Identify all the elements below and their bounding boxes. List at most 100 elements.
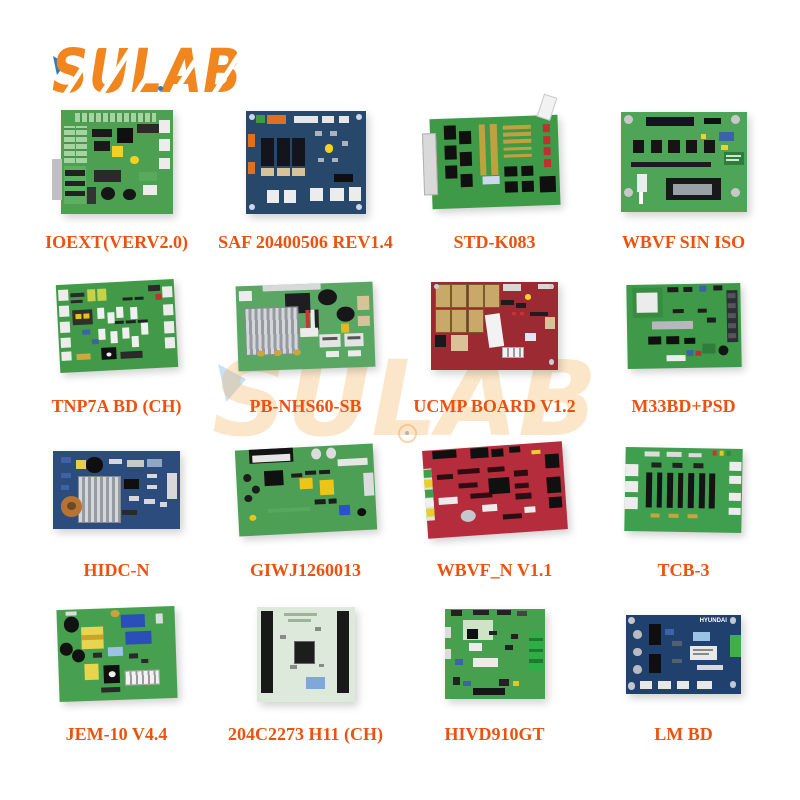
pcb-component (543, 453, 559, 469)
pcb-component (63, 616, 80, 633)
pcb-component (64, 191, 86, 197)
pcb-component (469, 447, 488, 459)
product-photo (400, 93, 589, 226)
pcb-component (119, 614, 146, 629)
pcb-component (508, 445, 520, 453)
product-cell: STD-K083 (400, 93, 589, 262)
product-photo (211, 426, 400, 554)
pcb-component (159, 157, 171, 170)
product-photo (400, 262, 589, 390)
pcb-component (502, 139, 531, 144)
pcb-component (434, 334, 447, 348)
pcb-component (346, 335, 361, 339)
pcb-component (706, 317, 716, 323)
pcb-component (317, 288, 338, 306)
pcb-component (482, 176, 500, 185)
pcb-component (143, 184, 157, 196)
pcb-component (451, 283, 468, 308)
pcb-component (692, 631, 710, 641)
pcb-component (484, 283, 501, 308)
pcb-component (276, 138, 290, 167)
pcb-component (528, 659, 543, 663)
pcb-component (164, 337, 175, 349)
pcb-component (632, 630, 643, 639)
pcb-component (60, 485, 70, 490)
product-photo (400, 590, 589, 718)
pcb-component (339, 115, 349, 123)
pcb-component (632, 647, 643, 657)
pcb-component (462, 681, 471, 687)
product-label: SAF 20400506 REV1.4 (218, 232, 393, 252)
pcb-component (504, 645, 513, 651)
pcb-component (466, 628, 478, 639)
product-photo (589, 426, 778, 554)
pcb-photo-6 (235, 281, 376, 371)
pcb-component (548, 495, 562, 509)
pcb-component (329, 187, 344, 202)
pcb-photo-8 (625, 283, 742, 369)
pcb-component (520, 180, 534, 192)
pcb-component (347, 349, 362, 356)
pcb-component (108, 458, 122, 465)
pcb-component (74, 313, 81, 320)
pcb-component (487, 466, 505, 473)
product-label: TCB-3 (657, 560, 710, 580)
pcb-component (718, 132, 734, 141)
pcb-component (341, 141, 348, 146)
pcb-component (66, 502, 76, 511)
pcb-component (106, 312, 114, 324)
pcb-component (304, 308, 310, 330)
pcb-component (472, 688, 505, 696)
product-photo (211, 98, 400, 226)
pcb-component (94, 141, 110, 151)
pcb-component (319, 663, 325, 668)
product-label: GIWJ1260013 (249, 560, 361, 580)
pcb-component (249, 113, 256, 120)
pcb-component (336, 305, 355, 322)
pcb-component (452, 677, 460, 686)
pcb-component (431, 449, 456, 460)
pcb-component (628, 682, 636, 690)
pcb-component (729, 680, 737, 688)
product-cell: TCB-3 (589, 426, 778, 590)
pcb-component (61, 351, 72, 361)
pcb-component (501, 512, 522, 520)
pcb-component (665, 354, 686, 362)
pcb-component (91, 128, 113, 138)
pcb-component (110, 609, 119, 618)
pcb-component (100, 186, 116, 201)
pcb-component (304, 470, 316, 476)
pcb-component (500, 299, 514, 305)
pcb-component (443, 125, 456, 140)
pcb-component (490, 447, 504, 457)
pcb-photo-12 (624, 446, 743, 534)
pcb-component (112, 146, 124, 157)
pcb-photo-5 (55, 278, 178, 374)
pcb-component (727, 293, 736, 299)
pcb-component (472, 609, 489, 616)
pcb-component (263, 470, 284, 487)
pcb-component (549, 283, 555, 290)
pcb-component (242, 473, 252, 483)
pcb-component (512, 681, 519, 687)
pcb-component (283, 189, 296, 204)
pcb-component (78, 475, 122, 524)
pcb-component (488, 476, 511, 495)
product-cell: HIVD910GT (400, 590, 589, 754)
pcb-component (731, 188, 741, 197)
pcb-component (81, 329, 90, 335)
pcb-component (238, 290, 253, 302)
pcb-component (247, 162, 256, 175)
product-label: WBVF_N V1.1 (436, 560, 553, 580)
pcb-component (683, 337, 696, 345)
pcb-component (524, 333, 537, 341)
pcb-component (437, 496, 458, 506)
pcb-component (454, 659, 463, 665)
pcb-component (71, 649, 85, 663)
pcb-component (625, 463, 639, 476)
pcb-component (256, 114, 265, 123)
pcb-component (338, 504, 350, 515)
pcb-component (116, 127, 134, 144)
pcb-component (318, 469, 330, 475)
